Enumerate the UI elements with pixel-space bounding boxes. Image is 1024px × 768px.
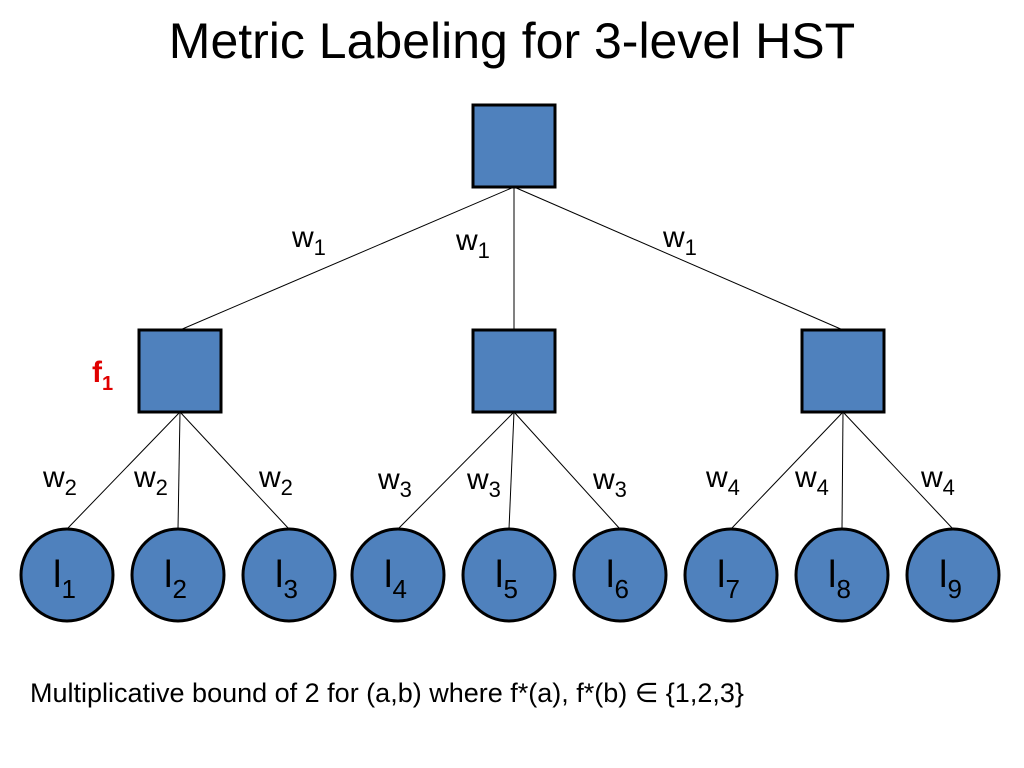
leaf-label-l6-subscript: 6	[614, 574, 628, 604]
edge-n3-l9	[842, 411, 954, 530]
leaf-label-l1-subscript: 1	[61, 574, 75, 604]
leaf-label-l4-subscript: 4	[392, 574, 406, 604]
leaf-label-l1: l1	[53, 554, 76, 604]
leaf-label-l5-subscript: 5	[503, 574, 517, 604]
internal-label-n1: f1	[92, 356, 113, 395]
edge-label-l2-subscript: 2	[156, 475, 168, 500]
edge-root-n1	[179, 186, 515, 331]
leaf-node-l4	[350, 527, 446, 623]
leaf-label-l3: l3	[275, 554, 298, 604]
edge-label-root-n2-subscript: 1	[478, 238, 490, 263]
internal-node-n3	[800, 328, 886, 414]
edge-n1-l2	[177, 411, 181, 530]
edge-label-root-n3: w1	[662, 221, 697, 260]
edge-label-root-n1: w1	[291, 221, 326, 260]
leaf-label-l5-base: l	[495, 554, 503, 596]
edges-layer	[66, 186, 954, 530]
root-node	[471, 103, 557, 189]
edge-label-l4: w3	[377, 463, 412, 502]
edge-label-l5-base: w	[466, 463, 489, 496]
leaf-label-l3-subscript: 3	[283, 574, 297, 604]
edge-label-l8-subscript: 4	[817, 475, 829, 500]
leaf-node-l8	[794, 527, 890, 623]
leaf-label-l8-subscript: 8	[836, 574, 850, 604]
edge-label-l2: w2	[133, 461, 168, 500]
edge-label-l4-base: w	[377, 463, 400, 496]
edge-label-l1: w2	[42, 461, 77, 500]
leaf-label-l2-base: l	[164, 554, 172, 596]
edge-root-n3	[513, 186, 844, 331]
leaf-label-l5: l5	[495, 554, 518, 604]
edge-label-l6-base: w	[592, 463, 615, 496]
internal-label-n1-base: f	[92, 356, 103, 389]
leaf-label-l6: l6	[606, 554, 629, 604]
leaf-node-l7	[683, 527, 779, 623]
edge-label-root-n3-subscript: 1	[685, 235, 697, 260]
leaf-label-l9-base: l	[939, 554, 947, 596]
edge-label-l8-base: w	[794, 461, 817, 494]
edge-label-l3-base: w	[258, 461, 281, 494]
leaf-node-l5	[461, 527, 557, 623]
leaf-label-l7-subscript: 7	[725, 574, 739, 604]
edge-n1-l1	[66, 411, 181, 530]
leaf-label-l6-base: l	[606, 554, 614, 596]
edge-label-root-n1-subscript: 1	[314, 235, 326, 260]
edge-label-l5: w3	[466, 463, 501, 502]
edge-label-l3: w2	[258, 461, 293, 500]
edge-label-root-n2-base: w	[455, 224, 478, 257]
leaf-label-l7: l7	[717, 554, 740, 604]
edge-label-root-n1-base: w	[291, 221, 314, 254]
leaf-node-l2	[130, 527, 226, 623]
leaf-node-l9	[905, 527, 1001, 623]
edge-label-root-n2: w1	[455, 224, 490, 263]
edge-label-l9-base: w	[920, 461, 943, 494]
leaf-label-l3-base: l	[275, 554, 283, 596]
edge-label-l7-subscript: 4	[728, 475, 740, 500]
edge-n3-l8	[841, 411, 844, 530]
edge-label-l3-subscript: 2	[281, 475, 293, 500]
edge-label-l7-base: w	[705, 461, 728, 494]
edge-label-l9-subscript: 4	[943, 475, 955, 500]
leaf-label-l1-base: l	[53, 554, 61, 596]
leaf-label-l4: l4	[384, 554, 407, 604]
edge-n2-l6	[513, 411, 621, 530]
leaf-label-l8-base: l	[828, 554, 836, 596]
edge-n2-l5	[508, 411, 515, 530]
edge-n1-l3	[179, 411, 290, 530]
leaf-node-l1	[19, 527, 115, 623]
leaf-label-l4-base: l	[384, 554, 392, 596]
edge-label-l1-subscript: 2	[65, 475, 77, 500]
leaf-label-l2-subscript: 2	[172, 574, 186, 604]
slide-title: Metric Labeling for 3-level HST	[168, 13, 856, 69]
edge-label-l6: w3	[592, 463, 627, 502]
leaf-label-l7-base: l	[717, 554, 725, 596]
leaf-label-l2: l2	[164, 554, 187, 604]
internal-label-n1-subscript: 1	[102, 373, 113, 395]
edge-n3-l7	[730, 411, 844, 530]
edge-label-l2-base: w	[133, 461, 156, 494]
edge-label-l1-base: w	[42, 461, 65, 494]
leaf-node-l3	[241, 527, 337, 623]
edge-label-root-n3-base: w	[662, 221, 685, 254]
internal-node-n2	[471, 328, 557, 414]
edge-n2-l4	[397, 411, 515, 530]
edge-label-l4-subscript: 3	[400, 477, 412, 502]
internal-node-n1	[137, 328, 223, 414]
edge-label-l6-subscript: 3	[615, 477, 627, 502]
edge-label-l7: w4	[705, 461, 740, 500]
edge-label-l9: w4	[920, 461, 955, 500]
edge-label-l8: w4	[794, 461, 829, 500]
nodes-layer	[19, 103, 1001, 623]
edge-label-l5-subscript: 3	[489, 477, 501, 502]
leaf-label-l8: l8	[828, 554, 851, 604]
leaf-label-l9: l9	[939, 554, 962, 604]
caption: Multiplicative bound of 2 for (a,b) wher…	[30, 678, 744, 708]
leaf-label-l9-subscript: 9	[947, 574, 961, 604]
leaf-node-l6	[572, 527, 668, 623]
